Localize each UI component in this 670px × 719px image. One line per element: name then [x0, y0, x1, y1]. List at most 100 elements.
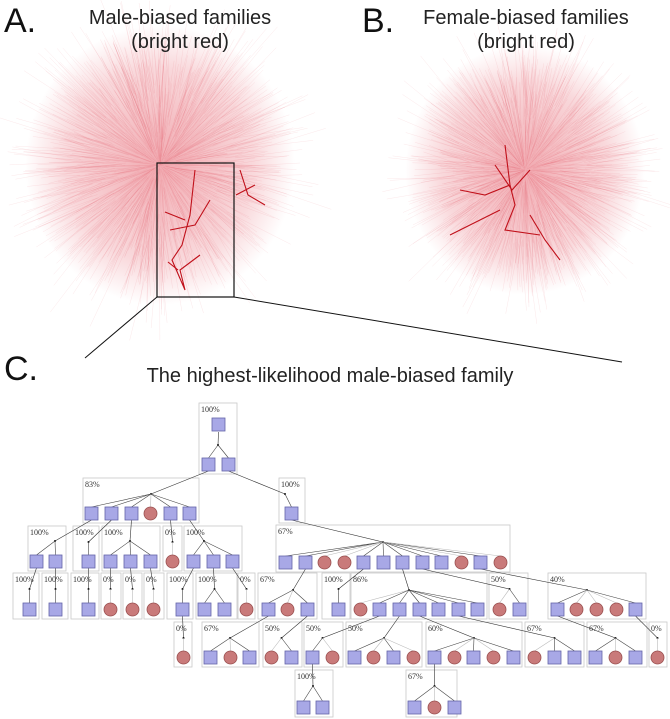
network-male-edge	[103, 64, 129, 109]
network-female-edge	[459, 184, 509, 232]
network-female-edge	[484, 237, 504, 278]
network-female-edge	[566, 214, 634, 265]
network-female-edge	[430, 103, 475, 135]
network-female-edge	[536, 177, 586, 203]
parent-link	[170, 519, 173, 543]
network-female-edge	[422, 169, 489, 181]
network-male-edge	[188, 33, 222, 115]
network-male-edge	[133, 214, 148, 248]
network-male-edge	[101, 31, 139, 99]
network-female-edge	[542, 182, 594, 215]
network-female-edge	[480, 103, 513, 150]
network-male-edge	[141, 179, 158, 255]
family-likelihood-label: 100%	[30, 528, 49, 537]
network-female-edge	[442, 58, 487, 114]
network-male-edge	[215, 125, 284, 152]
network-female-edge	[456, 221, 486, 247]
network-male-edge	[162, 179, 169, 213]
family-likelihood-label: 60%	[428, 624, 443, 633]
network-female-edge	[479, 86, 503, 123]
network-female-edge	[491, 94, 511, 127]
network-female-edge	[498, 200, 519, 276]
network-male-edge	[62, 171, 109, 184]
individual-male	[470, 602, 485, 617]
network-male-edge	[53, 179, 118, 212]
network-male-edge	[141, 62, 145, 108]
network-female-edge	[558, 194, 619, 249]
network-female-edge	[522, 202, 525, 230]
network-female-edge	[483, 75, 516, 146]
network-female-edge	[465, 162, 499, 166]
network-male-edge	[167, 171, 244, 235]
network-male-edge	[45, 96, 94, 127]
network-male-edge	[113, 89, 154, 153]
child-link	[586, 589, 636, 604]
network-male-edge	[114, 64, 153, 147]
network-male-edge	[160, 164, 237, 186]
network-male-edge	[171, 192, 202, 249]
network-male-edge	[87, 131, 116, 148]
network-female-edge	[467, 171, 524, 219]
network-female-edge	[461, 72, 511, 147]
network-female-edge	[493, 197, 511, 231]
network-female-edge	[502, 89, 525, 170]
network-male-edge	[75, 168, 155, 213]
network-male-edge	[217, 123, 250, 134]
child-link	[473, 637, 514, 652]
network-female-edge	[571, 105, 601, 124]
network-female-edge	[581, 131, 626, 151]
network-female-edge	[526, 171, 552, 214]
individual-male	[103, 554, 118, 569]
network-female-edge	[542, 215, 554, 241]
network-male-edge	[35, 197, 100, 228]
network-female-edge	[446, 197, 491, 240]
network-male-edge	[182, 78, 223, 134]
network-male-edge	[123, 192, 142, 228]
network-female-edge	[582, 180, 633, 182]
network-female-edge	[566, 72, 598, 118]
network-male-edge	[210, 208, 269, 254]
network-male-edge	[132, 174, 156, 224]
network-male-edge	[200, 227, 219, 260]
network-male-edge	[225, 131, 298, 148]
network-female-edge	[540, 170, 602, 182]
network-male-edge	[131, 20, 144, 87]
network-female-edge	[526, 86, 533, 159]
network-female-edge	[530, 177, 568, 224]
network-female-edge	[498, 212, 518, 269]
network-female-edge	[524, 185, 526, 232]
network-male-edge	[126, 85, 153, 149]
network-female-edge	[434, 118, 483, 149]
network-male-edge	[14, 205, 93, 237]
network-male-edge	[179, 44, 226, 133]
network-female-edge	[487, 147, 519, 166]
parent-link	[228, 470, 286, 495]
network-male-edge	[120, 213, 150, 299]
network-female-edge	[526, 115, 576, 168]
network-male-edge	[107, 174, 136, 184]
network-male-edge	[45, 202, 108, 237]
network-female-edge	[546, 218, 565, 269]
network-male-edge	[118, 206, 134, 234]
network-female-edge	[452, 78, 508, 145]
network-female-edge	[537, 200, 558, 276]
network-male-edge	[239, 177, 332, 210]
network-male-edge	[224, 170, 313, 188]
network-female-edge	[414, 142, 465, 158]
network-female-edge	[459, 110, 486, 140]
network-female-edge	[476, 193, 501, 221]
network-male-edge	[198, 226, 228, 272]
network-female-edge	[535, 190, 567, 257]
individual-male	[284, 506, 299, 521]
network-male-edge	[210, 115, 245, 130]
female-family-branch	[529, 214, 561, 261]
network-female-edge	[429, 129, 494, 159]
network-male-edge	[43, 132, 105, 152]
network-female-edge	[447, 179, 500, 208]
network-male-edge	[166, 218, 178, 271]
network-female-edge	[546, 47, 574, 117]
network-female-edge	[466, 232, 500, 295]
network-male-edge	[185, 157, 255, 166]
network-female-edge	[467, 110, 486, 129]
network-male-edge	[169, 168, 198, 182]
